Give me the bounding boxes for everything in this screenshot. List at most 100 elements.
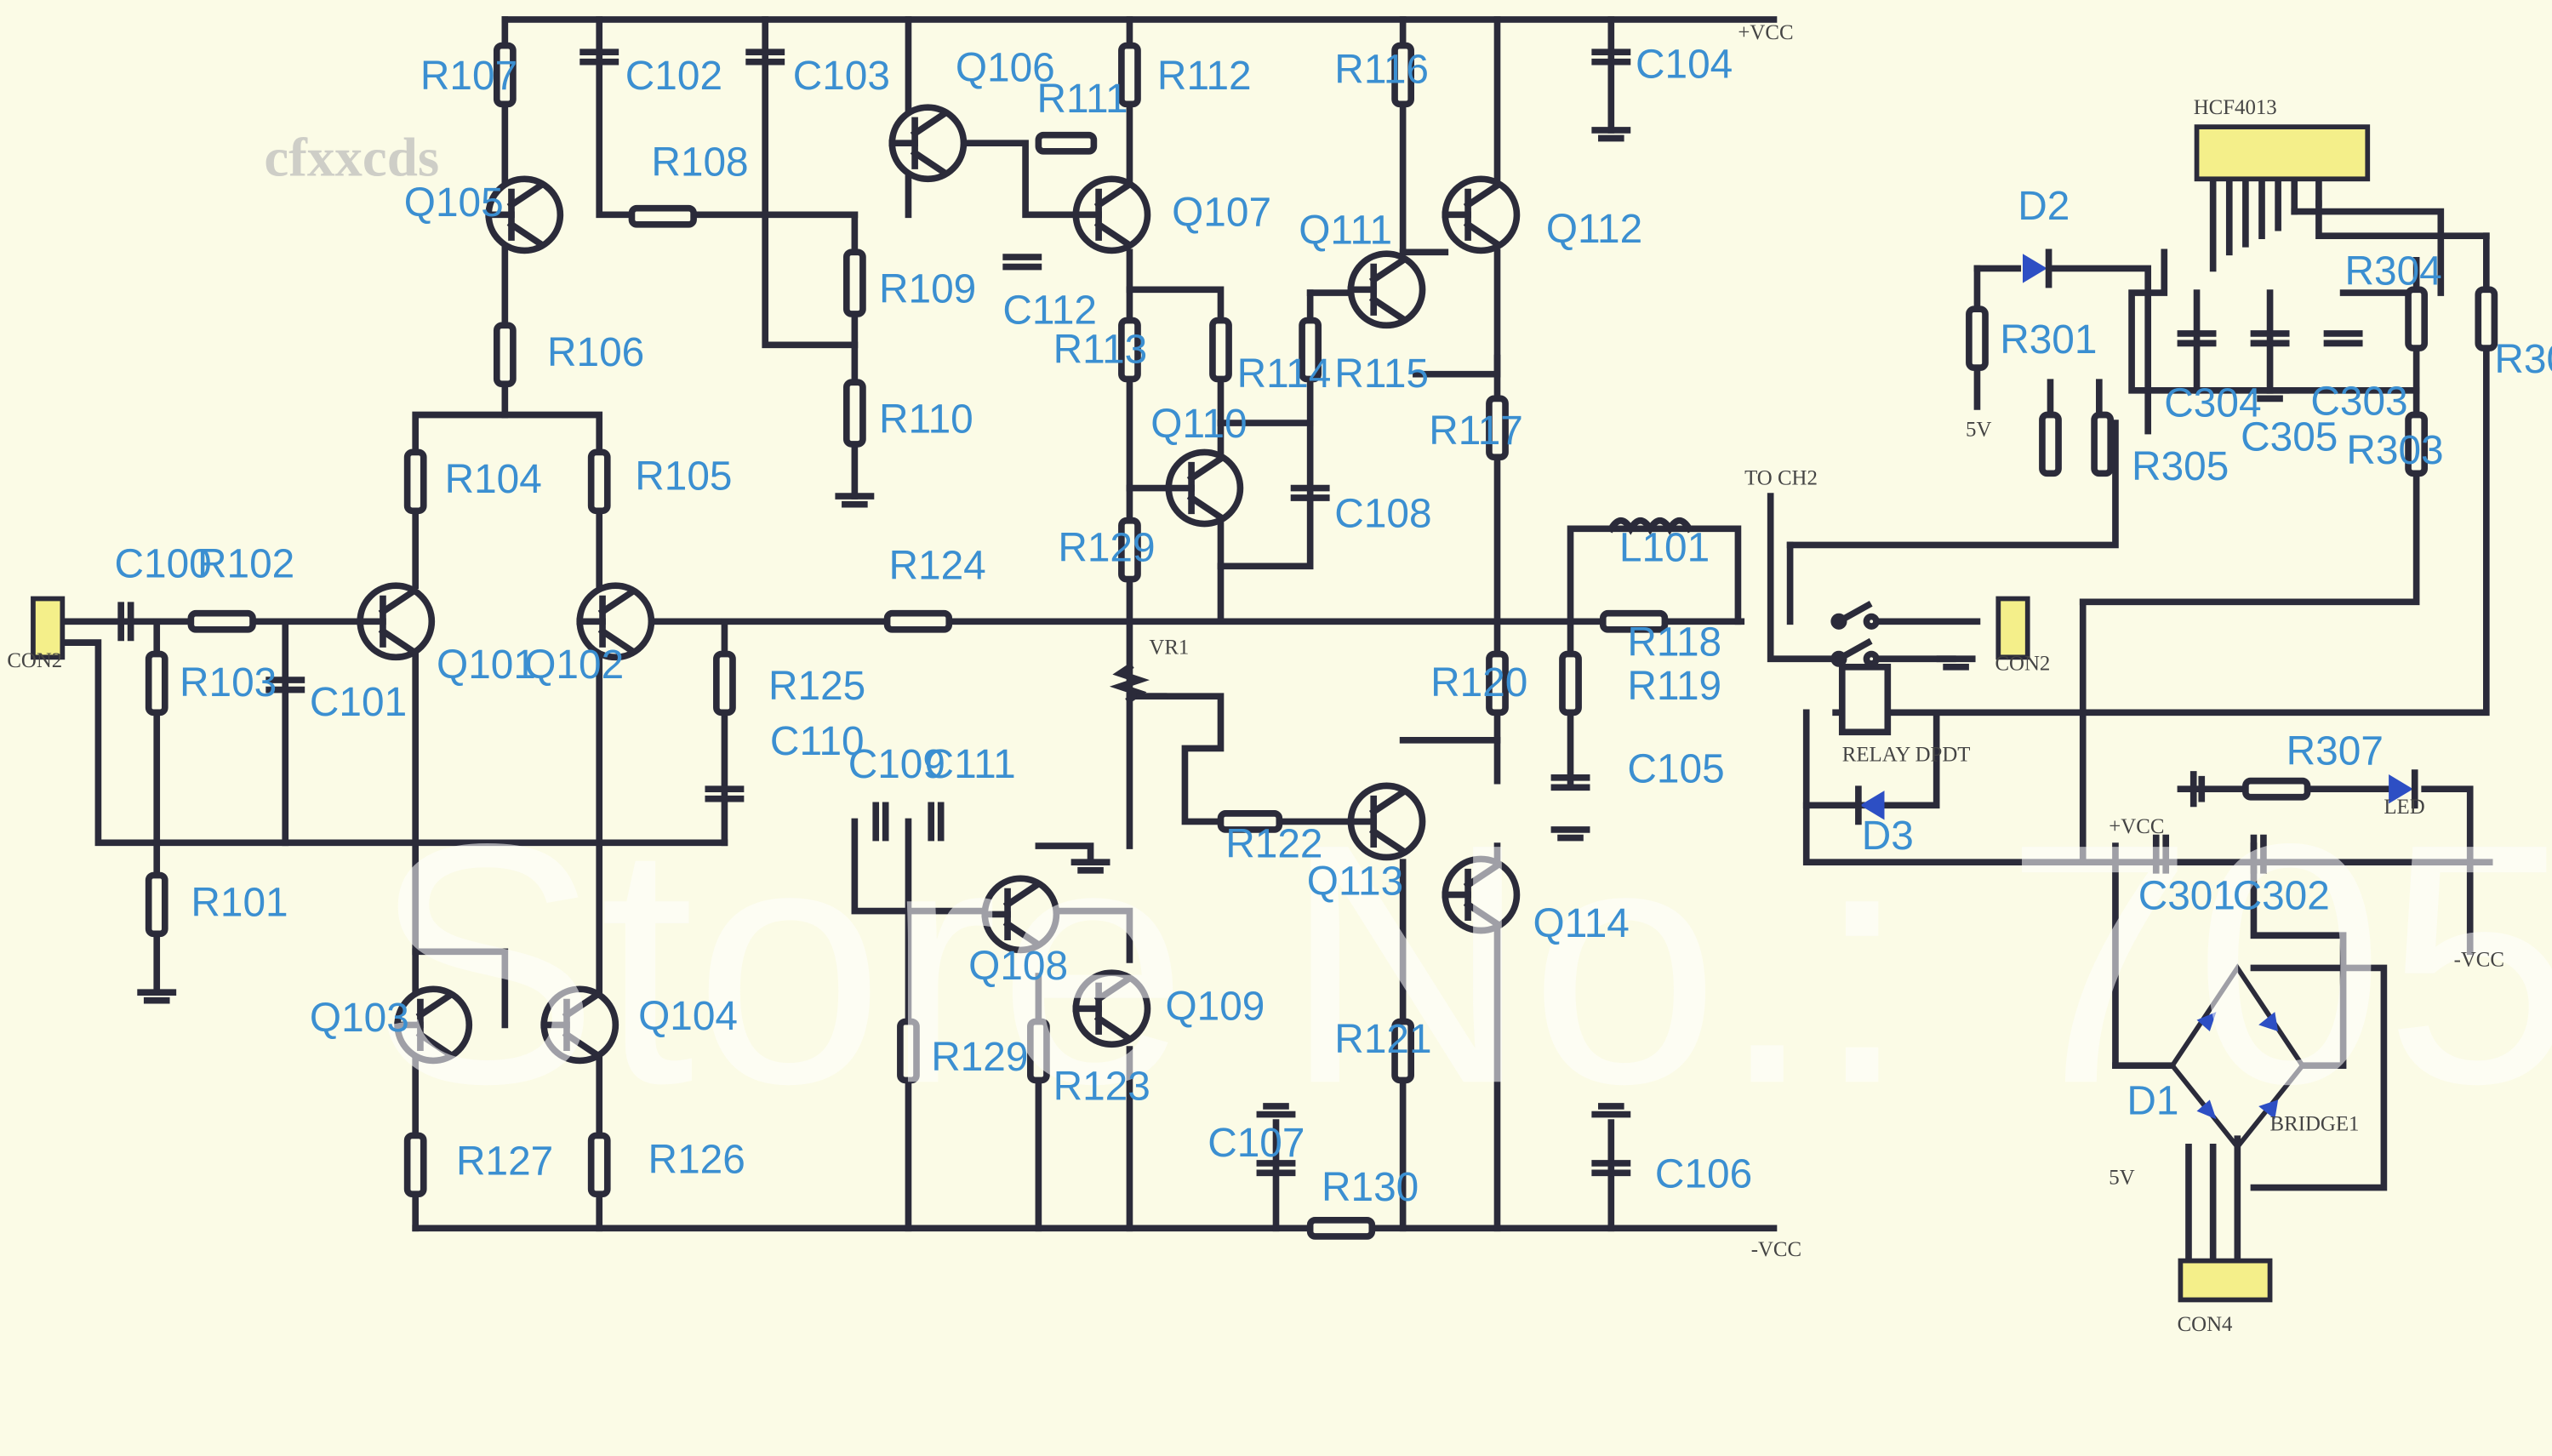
transistor-q101: [357, 582, 436, 661]
label-c112: C112: [1002, 288, 1097, 333]
label-c108: C108: [1334, 491, 1431, 536]
label-r107: R107: [420, 54, 517, 99]
capacitor-c303: [2323, 330, 2363, 347]
potentiometer-vr1: [1109, 662, 1168, 705]
label-r111: R111: [1036, 77, 1128, 122]
resistor-r123: [1027, 1018, 1050, 1084]
capacitor-c102: [579, 49, 619, 66]
overlay-watermark: Store No.: 705247: [372, 774, 2552, 1155]
resistor-r109: [842, 248, 866, 317]
resistor-r125: [713, 650, 736, 717]
label-c109: C109: [848, 742, 945, 787]
label-r302: R302: [2494, 337, 2552, 382]
capacitor-c101: [265, 677, 305, 694]
resistor-r303: [2405, 411, 2429, 477]
ground-symbols: [137, 127, 2290, 1118]
label-r127: R127: [456, 1139, 553, 1184]
transistor-q111: [1347, 250, 1426, 329]
capacitor-c112: [1002, 254, 1042, 271]
transistor-q109: [1072, 969, 1151, 1048]
resistor-r106: [493, 322, 517, 387]
resistor-r103: [145, 650, 168, 717]
power-connector: [2178, 1258, 2273, 1303]
label-r112: R112: [1157, 54, 1252, 99]
label-q105: Q105: [404, 180, 504, 226]
transistor-q110: [1165, 448, 1244, 528]
resistor-r304: [2405, 286, 2429, 351]
label-r116: R116: [1334, 47, 1429, 92]
resistor-r115: [1299, 317, 1322, 383]
capacitor-c107: [1256, 1160, 1296, 1177]
label-q103: Q103: [310, 996, 409, 1041]
label-c305: C305: [2241, 415, 2338, 460]
ground-symbol: [2189, 771, 2206, 808]
label-r119: R119: [1627, 664, 1721, 709]
label-q113: Q113: [1307, 859, 1403, 904]
ground-symbol: [1936, 655, 1976, 671]
label-c111: C111: [925, 742, 1016, 787]
capacitor-c105: [1550, 774, 1590, 791]
led-label: LED: [2384, 796, 2424, 819]
label-r117: R117: [1429, 408, 1523, 454]
diode-d2: [2022, 248, 2052, 288]
label-c104: C104: [1636, 43, 1733, 88]
resistor-r121: [1391, 1018, 1414, 1084]
resistor-r101: [145, 871, 168, 938]
resistor-r110: [842, 379, 866, 448]
transistor-q105: [485, 175, 564, 254]
label-r108: R108: [651, 140, 748, 185]
label-r114: R114: [1237, 351, 1332, 397]
label-r130: R130: [1322, 1165, 1419, 1210]
label-r125: R125: [768, 664, 865, 709]
label-c304: C304: [2164, 380, 2261, 425]
label-r303: R303: [2346, 428, 2443, 473]
capacitor-c109: [872, 802, 889, 842]
resistor-r307: [2242, 777, 2311, 801]
resistor-r129-upper: [1118, 517, 1141, 583]
resistor-r111: [1035, 131, 1098, 155]
resistor-r126: [587, 1132, 611, 1198]
label-q111: Q111: [1299, 208, 1392, 254]
vr1-label: VR1: [1149, 637, 1189, 659]
label-d2: D2: [2018, 184, 2070, 229]
label-r129: R129: [1058, 526, 1155, 571]
resistor-r301: [1966, 305, 1989, 371]
label-r304: R304: [2345, 249, 2442, 294]
label-c302: C302: [2233, 874, 2330, 919]
5v-label: 5V: [1966, 418, 1991, 441]
label-c301: C301: [2138, 874, 2235, 919]
corner-watermark: cfxxcds: [264, 127, 439, 188]
capacitor-c108: [1290, 484, 1330, 501]
capacitor-c304: [2177, 330, 2217, 347]
label-d1: D1: [2127, 1079, 2178, 1124]
label-q109: Q109: [1166, 985, 1265, 1030]
transistor-q107: [1072, 175, 1151, 254]
resistor-r130: [1306, 1216, 1376, 1240]
transistor-q114: [1442, 855, 1521, 934]
power-connector-label: CON4: [2178, 1313, 2233, 1336]
label-r122: R122: [1225, 821, 1322, 866]
label-r123: R123: [1053, 1064, 1150, 1109]
input-connector: [31, 596, 66, 660]
diode-d3: [1855, 785, 1885, 825]
label-r126: R126: [648, 1137, 745, 1182]
ground-symbol: [1591, 1103, 1631, 1118]
label-r115: R115: [1334, 351, 1429, 397]
resistor-r118: [1599, 609, 1669, 633]
resistor-r305: [2091, 411, 2115, 477]
ground-symbol: [835, 493, 875, 508]
label-r118: R118: [1627, 620, 1721, 665]
label-r103: R103: [180, 660, 277, 705]
resistor-r129: [897, 1018, 920, 1084]
resistor-symbols: [145, 42, 2498, 1240]
label-r104: R104: [445, 457, 542, 502]
5v-supply-label: 5V: [2109, 1167, 2134, 1190]
capacitor-c103: [745, 49, 785, 66]
label-r110: R110: [879, 397, 973, 443]
label-r124: R124: [889, 544, 986, 589]
label-c103: C103: [793, 54, 890, 99]
ground-symbol: [1256, 1103, 1296, 1118]
transistor-q103: [394, 985, 473, 1065]
label-c110: C110: [770, 719, 865, 764]
